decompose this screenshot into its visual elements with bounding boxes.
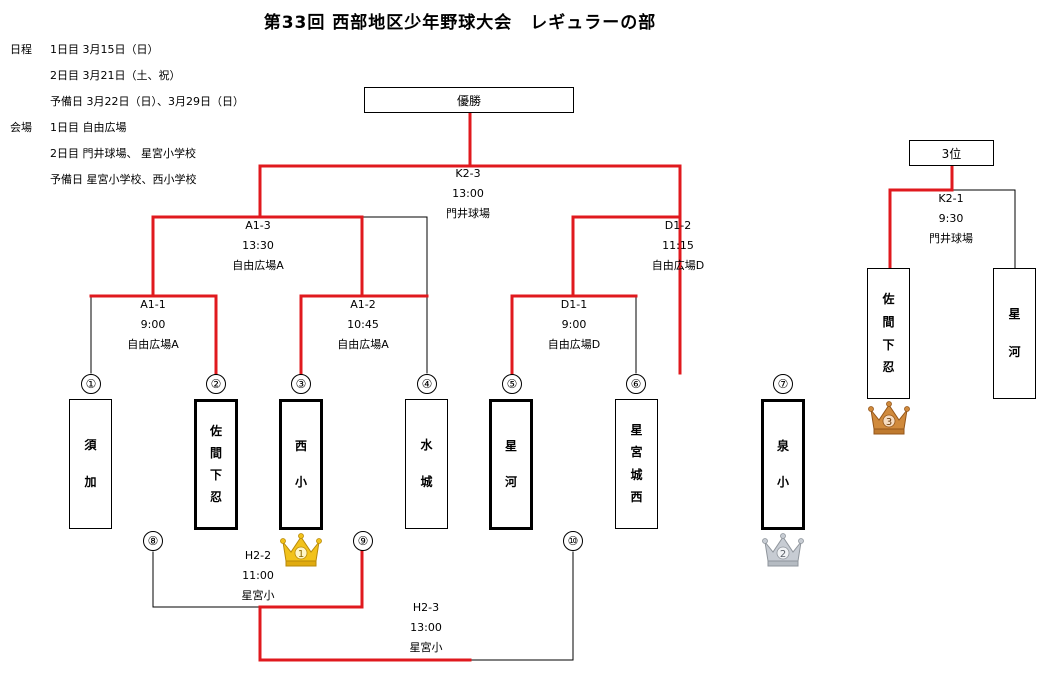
seed-number: ③ [291, 374, 311, 394]
match-h2-3: H2-3 13:00 星宮小 [366, 598, 486, 658]
team-name-char: 間 [882, 314, 895, 329]
team-name-char: 間 [209, 446, 222, 461]
seed-number: ⑩ [563, 531, 583, 551]
match-place: 星宮小 [241, 589, 275, 602]
team-box-samashimooshi: 佐 間 下 忍 [194, 399, 238, 530]
team-name-char: 星 [1008, 307, 1021, 322]
crown-bronze-icon: 3 [868, 401, 910, 435]
match-place: 門井球場 [446, 207, 490, 220]
team-name-char: 河 [1008, 345, 1021, 360]
match-k2-3: K2-3 13:00 門井球場 [408, 164, 528, 224]
team-name-char: 泉 [776, 438, 789, 453]
team-name-char: 下 [882, 337, 895, 352]
venue-day1: 1日目 自由広場 [50, 121, 127, 134]
team-name-char: 佐 [882, 292, 895, 307]
match-h2-2: H2-2 11:00 星宮小 [198, 546, 318, 606]
seed-number: ⑧ [143, 531, 163, 551]
seed-number: ② [206, 374, 226, 394]
match-time: 13:00 [452, 187, 484, 200]
team-box-suka: 須 加 [69, 399, 112, 529]
match-code: K2-1 [938, 192, 964, 205]
crown-gold-icon: 1 [280, 533, 322, 567]
crown-silver-icon: 2 [762, 533, 804, 567]
seed-number: ① [81, 374, 101, 394]
crown-rank: 3 [886, 417, 892, 428]
venue-day2: 2日目 門井球場、 星宮小学校 [50, 147, 196, 160]
team-name-char: 小 [776, 475, 789, 490]
match-place: 自由広場A [127, 338, 179, 351]
crown-rank: 2 [780, 549, 786, 560]
team-box-nishisho: 西 小 [279, 399, 323, 530]
match-time: 11:15 [662, 239, 694, 252]
seed-number: ⑥ [626, 374, 646, 394]
match-d1-1: D1-1 9:00 自由広場D [514, 295, 634, 355]
venue-label: 会場 [10, 121, 32, 134]
match-time: 10:45 [347, 318, 379, 331]
crown-rank: 1 [298, 549, 304, 560]
match-code: K2-3 [455, 167, 481, 180]
match-time: 9:30 [938, 212, 964, 225]
match-place: 自由広場A [232, 259, 284, 272]
match-code: D1-2 [664, 219, 692, 232]
team-name-char: 星 [630, 422, 643, 437]
third-place-box: 3位 [909, 140, 994, 166]
match-k2-1: K2-1 9:30 門井球場 [891, 189, 1011, 249]
match-code: D1-1 [560, 298, 588, 311]
match-d1-2: D1-2 11:15 自由広場D [618, 216, 738, 276]
venue-reserve: 予備日 星宮小学校、西小学校 [50, 173, 197, 186]
team-name-char: 小 [294, 475, 307, 490]
match-code: H2-2 [244, 549, 272, 562]
match-code: A1-3 [245, 219, 271, 232]
team-name-char: 星 [504, 438, 517, 453]
match-place: 星宮小 [409, 641, 443, 654]
match-time: 11:00 [242, 569, 274, 582]
match-place: 自由広場D [547, 338, 601, 351]
match-place: 自由広場D [651, 259, 705, 272]
match-code: H2-3 [412, 601, 440, 614]
seed-number: ⑦ [773, 374, 793, 394]
team-name-char: 忍 [882, 360, 895, 375]
match-a1-1: A1-1 9:00 自由広場A [93, 295, 213, 355]
seed-number: ⑤ [502, 374, 522, 394]
team-name-char: 忍 [209, 490, 222, 505]
page-title: 第33回 西部地区少年野球大会 レギュラーの部 [263, 13, 657, 33]
team-name-char: 下 [209, 468, 222, 483]
seed-number: ④ [417, 374, 437, 394]
team-name-char: 河 [504, 475, 517, 490]
match-place: 自由広場A [337, 338, 389, 351]
team-name-char: 城 [420, 475, 433, 490]
match-a1-3: A1-3 13:30 自由広場A [198, 216, 318, 276]
team-name-char: 西 [630, 490, 643, 505]
team-name-char: 城 [630, 467, 643, 482]
champion-box: 優勝 [364, 87, 574, 113]
third-team-box-seiga: 星 河 [993, 268, 1036, 399]
schedule-day2: 2日目 3月21日（土、祝） [50, 69, 181, 82]
match-time: 13:00 [410, 621, 442, 634]
match-a1-2: A1-2 10:45 自由広場A [303, 295, 423, 355]
match-time: 9:00 [140, 318, 166, 331]
bracket-lines-winner [89, 110, 954, 662]
team-box-mizuki: 水 城 [405, 399, 448, 529]
team-box-seiga: 星 河 [489, 399, 533, 530]
match-place: 門井球場 [929, 232, 973, 245]
match-time: 9:00 [561, 318, 587, 331]
team-name-char: 加 [84, 475, 97, 490]
team-name-char: 宮 [630, 445, 643, 460]
schedule-day1: 1日目 3月15日（日） [50, 43, 159, 56]
seed-number: ⑨ [353, 531, 373, 551]
match-time: 13:30 [242, 239, 274, 252]
team-box-izumisho: 泉 小 [761, 399, 805, 530]
team-name-char: 水 [420, 437, 433, 452]
team-name-char: 佐 [209, 424, 222, 439]
third-team-box-samashimooshi: 佐 間 下 忍 [867, 268, 910, 399]
schedule-label: 日程 [10, 43, 32, 56]
match-code: A1-2 [350, 298, 376, 311]
team-box-hoshimiyajosai: 星 宮 城 西 [615, 399, 658, 529]
team-name-char: 須 [84, 437, 97, 452]
team-name-char: 西 [294, 438, 307, 453]
schedule-reserve: 予備日 3月22日（日）、3月29日（日） [50, 95, 244, 108]
match-code: A1-1 [140, 298, 166, 311]
